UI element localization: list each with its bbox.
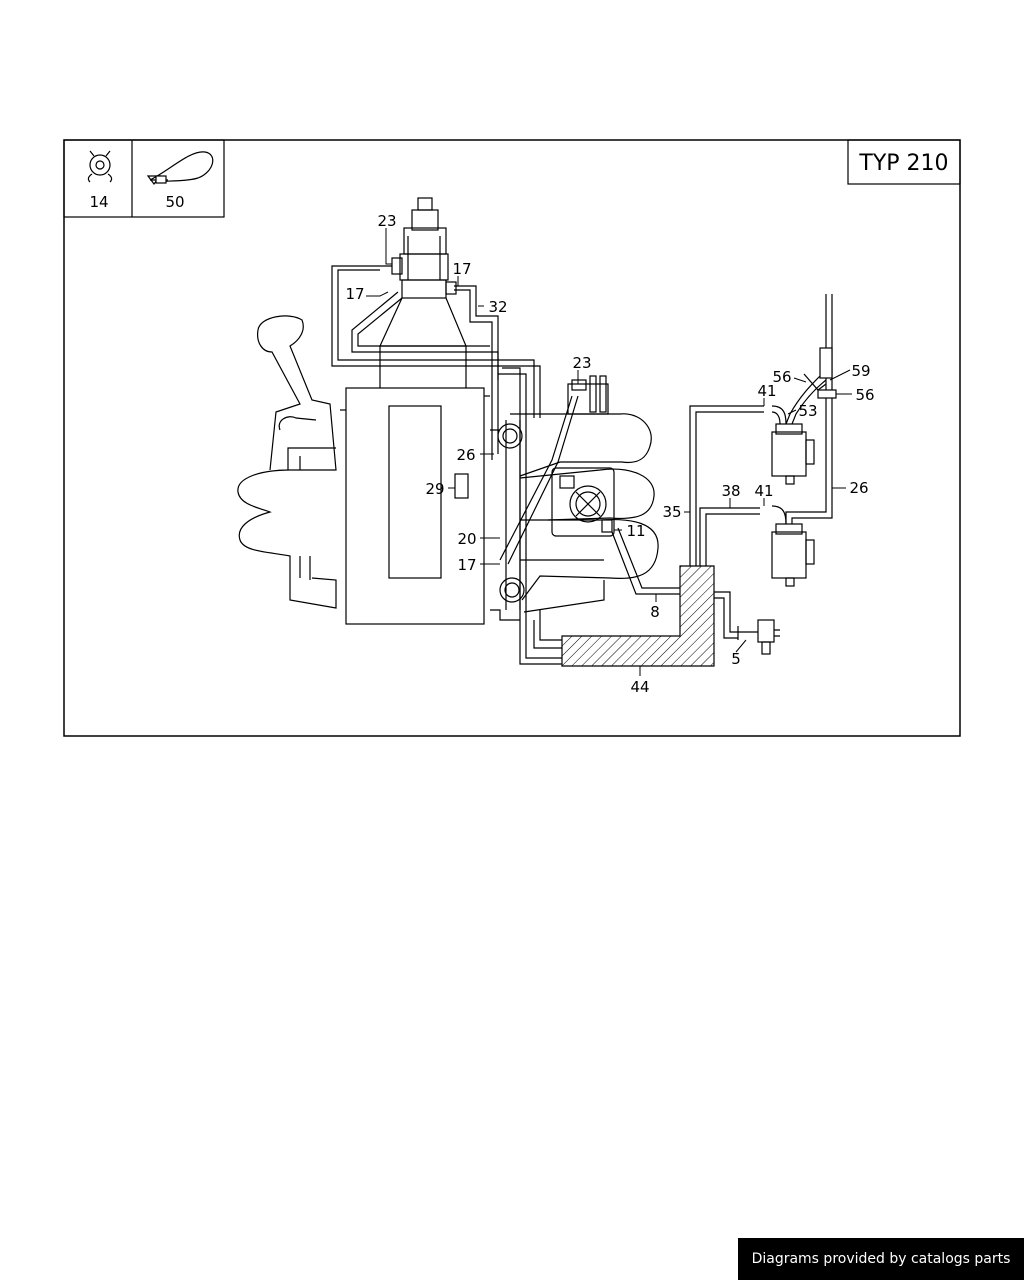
callout-11: 11 <box>626 522 645 540</box>
callout-38: 38 <box>721 482 740 500</box>
callout-20: 20 <box>457 530 476 548</box>
callout-44: 44 <box>630 678 649 696</box>
callout-8: 8 <box>650 603 660 621</box>
callout-labels: 23 17 17 32 23 26 29 20 17 11 8 35 38 41… <box>345 212 874 696</box>
callout-5: 5 <box>731 650 741 668</box>
legend-label-cable-tie: 50 <box>165 193 184 211</box>
callout-17: 17 <box>345 285 364 303</box>
diagram-credit-banner: Diagrams provided by catalogs parts <box>738 1238 1024 1280</box>
callout-56: 56 <box>772 368 791 386</box>
callout-17: 17 <box>457 556 476 574</box>
legend-box: 14 50 <box>63 139 225 218</box>
cable-tie-icon <box>146 151 214 185</box>
hose-clamp-icon <box>87 150 113 183</box>
type-label: TYP 210 <box>858 151 948 176</box>
callout-53: 53 <box>798 402 817 420</box>
leader-lines <box>366 228 852 676</box>
protective-sleeve <box>561 565 715 667</box>
callout-56: 56 <box>855 386 874 404</box>
callout-26: 26 <box>849 479 868 497</box>
callout-41: 41 <box>757 382 776 400</box>
callout-26: 26 <box>456 446 475 464</box>
legend-label-clamp: 14 <box>89 193 108 211</box>
callout-29: 29 <box>425 480 444 498</box>
callout-17: 17 <box>452 260 471 278</box>
callout-59: 59 <box>851 362 870 380</box>
callout-23: 23 <box>377 212 396 230</box>
diagram-frame <box>63 139 961 737</box>
callout-41: 41 <box>754 482 773 500</box>
callout-32: 32 <box>488 298 507 316</box>
callout-23: 23 <box>572 354 591 372</box>
vacuum-hoses <box>331 265 837 665</box>
type-box <box>847 139 961 185</box>
callout-35: 35 <box>662 503 681 521</box>
